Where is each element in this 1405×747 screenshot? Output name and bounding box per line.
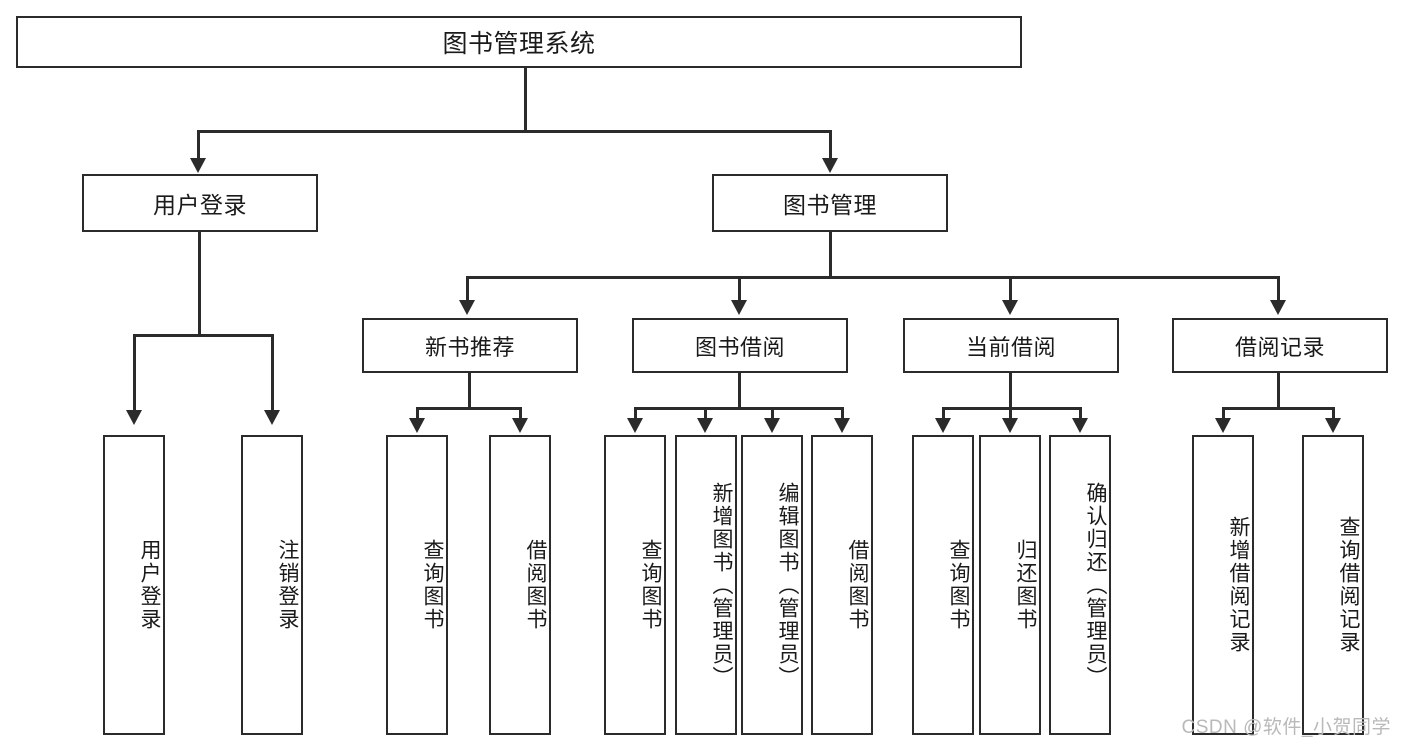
edge-to-current-borrow [1009,276,1012,302]
leaf-br-query-borrow-record[interactable]: 查询借阅记录 [1302,435,1364,735]
edge-book-borrow-stem [738,373,741,409]
node-root-book-management-system[interactable]: 图书管理系统 [16,16,1022,68]
csdn-watermark: CSDN @软件_小贺同学 [1181,717,1391,738]
edge-to-borrow-record [1277,276,1280,302]
leaf-cb-confirm-return-admin[interactable]: 确认归还（管理员） [1049,435,1111,735]
node-book-borrow[interactable]: 图书借阅 [632,318,848,373]
node-label: 当前借阅 [965,334,1056,360]
leaf-label: 新增图书（管理员） [710,481,733,689]
leaf-bb-edit-book-admin[interactable]: 编辑图书（管理员） [741,435,803,735]
edge-user-login-stem [198,232,201,336]
node-new-book-recommend[interactable]: 新书推荐 [362,318,578,373]
leaf-label: 借阅图书 [846,539,869,631]
arrow-to-borrow-record [1270,300,1286,315]
arrow-nbr-to-leaf-0 [409,418,425,433]
arrow-to-book-management [822,158,838,173]
edge-nbr-to-leaf-0 [416,407,419,421]
node-book-management[interactable]: 图书管理 [712,174,948,232]
edge-bb-to-leaf-2 [771,407,774,421]
node-borrow-record[interactable]: 借阅记录 [1172,318,1388,373]
leaf-logout[interactable]: 注销登录 [241,435,303,735]
edge-cb-to-leaf-2 [1079,407,1082,421]
edge-bb-to-leaf-1 [704,407,707,421]
edge-borrow-record-stem [1277,373,1280,409]
leaf-label: 借阅图书 [524,539,547,631]
arrow-bb-to-leaf-2 [764,418,780,433]
edge-new-book-recommend-bus [416,407,521,410]
leaf-cb-return-book[interactable]: 归还图书 [979,435,1041,735]
edge-root-bus [197,130,831,133]
edge-current-borrow-stem [1009,373,1012,409]
leaf-label: 注销登录 [276,539,299,631]
edge-to-leaf-user-login [133,334,136,414]
edge-cb-to-leaf-1 [1009,407,1012,421]
edge-to-leaf-logout [271,334,274,414]
leaf-label: 查询图书 [421,539,444,631]
arrow-cb-to-leaf-2 [1072,418,1088,433]
arrow-br-to-leaf-1 [1325,418,1341,433]
edge-root-to-user-login [197,130,200,160]
leaf-label: 确认归还（管理员） [1084,481,1107,689]
edge-new-book-recommend-stem [468,373,471,409]
leaf-label: 用户登录 [138,539,161,631]
leaf-bb-query-book[interactable]: 查询图书 [604,435,666,735]
arrow-cb-to-leaf-0 [935,418,951,433]
leaf-label: 新增借阅记录 [1227,516,1250,654]
leaf-bb-add-book-admin[interactable]: 新增图书（管理员） [675,435,737,735]
edge-br-to-leaf-0 [1222,407,1225,421]
node-label: 图书借阅 [694,334,785,360]
arrow-bb-to-leaf-3 [834,418,850,433]
leaf-bb-borrow-book[interactable]: 借阅图书 [811,435,873,735]
edge-to-new-book-recommend [466,276,469,302]
edge-book-management-stem [829,232,832,278]
arrow-nbr-to-leaf-1 [512,418,528,433]
arrow-to-leaf-logout [264,410,280,425]
edge-root-to-book-management [829,130,832,160]
node-label: 用户登录 [153,192,247,218]
leaf-nbr-query-book[interactable]: 查询图书 [386,435,448,735]
arrow-to-new-book-recommend [459,300,475,315]
leaf-user-login[interactable]: 用户登录 [103,435,165,735]
leaf-label: 查询图书 [639,539,662,631]
leaf-nbr-borrow-book[interactable]: 借阅图书 [489,435,551,735]
edge-to-book-borrow [738,276,741,302]
leaf-label: 查询图书 [947,539,970,631]
node-label: 新书推荐 [424,334,515,360]
edge-user-login-bus [133,334,273,337]
leaf-label: 归还图书 [1014,539,1037,631]
arrow-to-user-login [190,158,206,173]
arrow-to-book-borrow [731,300,747,315]
node-label: 图书管理 [783,192,877,218]
edge-bb-to-leaf-3 [841,407,844,421]
edge-borrow-record-bus [1222,407,1334,410]
node-label: 借阅记录 [1234,334,1325,360]
leaf-label: 编辑图书（管理员） [776,481,799,689]
edge-br-to-leaf-1 [1332,407,1335,421]
edge-nbr-to-leaf-1 [519,407,522,421]
arrow-to-current-borrow [1002,300,1018,315]
edge-book-management-bus [466,276,1280,279]
leaf-label: 查询借阅记录 [1337,516,1360,654]
edge-root-stem [524,68,527,132]
arrow-br-to-leaf-0 [1215,418,1231,433]
edge-bb-to-leaf-0 [634,407,637,421]
arrow-to-leaf-user-login [126,410,142,425]
node-user-login[interactable]: 用户登录 [82,174,318,232]
arrow-bb-to-leaf-1 [697,418,713,433]
node-current-borrow[interactable]: 当前借阅 [903,318,1119,373]
edge-book-borrow-bus [634,407,842,410]
leaf-cb-query-book[interactable]: 查询图书 [912,435,974,735]
edge-cb-to-leaf-0 [942,407,945,421]
node-label: 图书管理系统 [442,30,596,58]
leaf-br-add-borrow-record[interactable]: 新增借阅记录 [1192,435,1254,735]
arrow-bb-to-leaf-0 [627,418,643,433]
arrow-cb-to-leaf-1 [1002,418,1018,433]
